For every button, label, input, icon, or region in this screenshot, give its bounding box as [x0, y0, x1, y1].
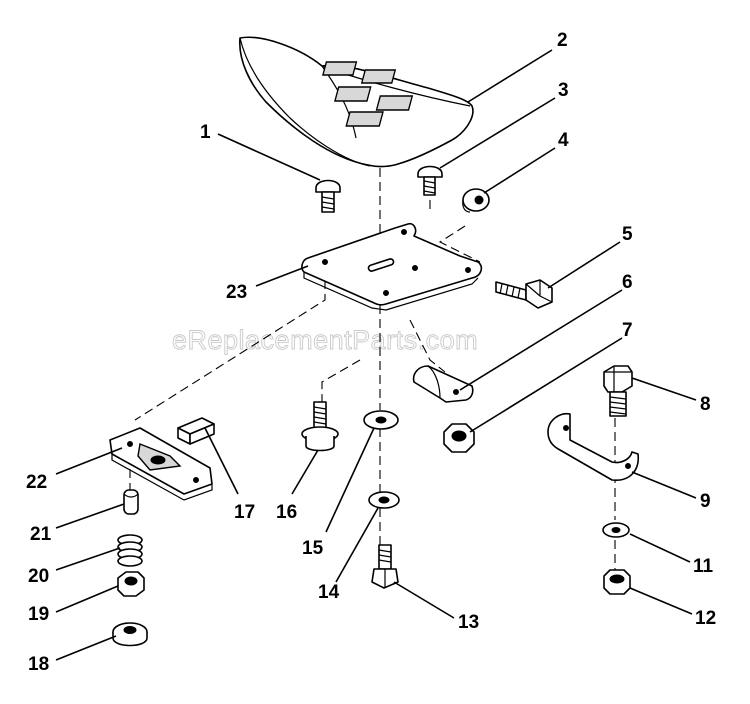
part-18-flange-nut: [112, 622, 148, 647]
callout-14: 14: [318, 582, 340, 603]
callout-16: 16: [276, 502, 297, 523]
callout-15: 15: [302, 538, 324, 559]
part-17-spacer-block: [177, 417, 215, 445]
part-3-screw: [417, 165, 443, 196]
callout-21: 21: [30, 524, 52, 545]
part-9-bracket: [547, 412, 639, 481]
part-16-flange-bolt: [301, 401, 339, 452]
callout-18: 18: [28, 654, 49, 675]
part-13-hex-bolt: [371, 544, 399, 589]
part-7-lock-nut: [443, 423, 475, 453]
callout-6: 6: [622, 272, 633, 293]
callout-5: 5: [622, 224, 633, 245]
part-1-carriage-bolt: [315, 179, 341, 213]
callout-12: 12: [695, 608, 716, 629]
callout-3: 3: [558, 80, 569, 101]
callout-22: 22: [26, 472, 47, 493]
part-6-bracket: [412, 365, 474, 403]
part-14-washer: [368, 491, 400, 509]
assembly-guide-lines: [129, 168, 616, 570]
part-20-spring: [117, 534, 143, 567]
watermark-text: eReplacementParts.com: [172, 325, 478, 355]
part-4-spacer: [462, 188, 490, 213]
callout-7: 7: [622, 320, 633, 341]
callout-17: 17: [234, 502, 255, 523]
part-2-seat: [239, 36, 474, 168]
callout-20: 20: [28, 566, 49, 587]
part-15-washer: [363, 410, 399, 430]
part-22-slide-rail: [109, 427, 213, 501]
part-19-nut: [117, 571, 145, 597]
callout-23: 23: [226, 282, 247, 303]
callout-11: 11: [693, 556, 714, 577]
part-5-shoulder-bolt: [495, 279, 553, 309]
part-11-washer: [602, 522, 630, 538]
callout-4: 4: [558, 130, 569, 151]
part-12-nut: [603, 569, 631, 595]
part-8-hex-bolt: [603, 365, 633, 417]
leader-lines: [55, 49, 697, 661]
part-23-seat-plate: [301, 222, 483, 311]
callout-9: 9: [700, 491, 711, 512]
callout-13: 13: [458, 612, 479, 633]
callout-19: 19: [28, 604, 49, 625]
callout-8: 8: [700, 394, 711, 415]
callout-labels: 1 2 3 4 5 6 7 8 9 11 12 13 14 15 16 17 2…: [26, 30, 716, 675]
callout-2: 2: [557, 30, 568, 51]
callout-1: 1: [200, 122, 211, 143]
part-21-pin: [123, 489, 139, 515]
